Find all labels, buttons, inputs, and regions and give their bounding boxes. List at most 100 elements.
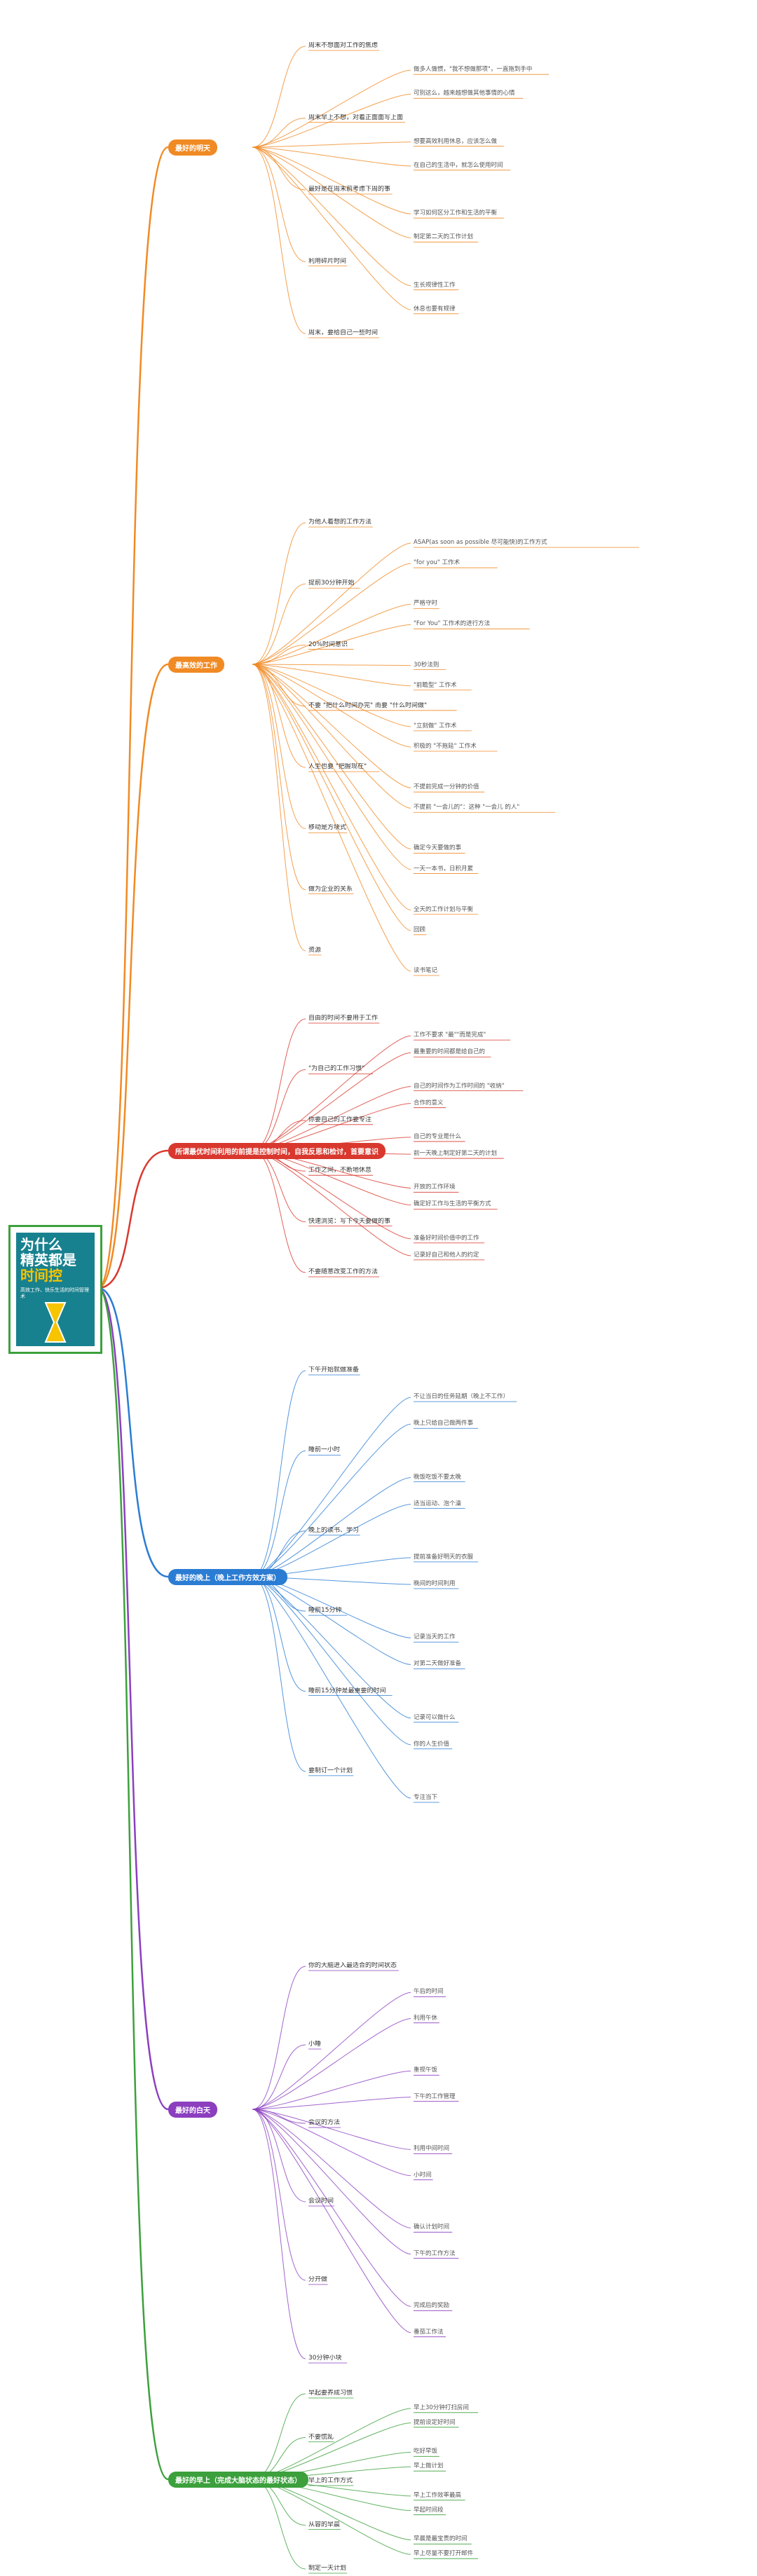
node-connector (252, 2479, 411, 2555)
topic-node: 会议时间 (308, 2198, 334, 2205)
node-connector (252, 603, 411, 665)
topic-node: 吃好早饭 (414, 2448, 438, 2455)
topic-node: 学习如何区分工作和生活的平衡 (414, 210, 498, 217)
node-connector (252, 1069, 306, 1151)
topic-node: 最好是在周末前考虑下周的事 (308, 186, 391, 193)
topic-node: 资源 (308, 946, 322, 954)
node-connector (252, 2423, 411, 2480)
node-connector (252, 664, 306, 829)
branch-connector (97, 1287, 169, 1578)
topic-node: 睡前15分钟是最重要的时间 (308, 1687, 386, 1694)
branch-connector (97, 146, 169, 1289)
node-connector (252, 1018, 306, 1151)
branch-node: 最好的明天 (168, 139, 217, 156)
topic-node: 利用午休 (414, 2014, 438, 2022)
book-subtitle: 高效工作、快乐生活的时间管理术 (20, 1287, 89, 1299)
node-connector (252, 664, 411, 931)
topic-node: "立刻做" 工作术 (414, 722, 457, 729)
node-connector (252, 542, 411, 665)
branch-connector (97, 663, 169, 1289)
topic-node: 记录可以做什么 (414, 1713, 456, 1721)
branch-node: 最好的早上（完成大脑状态的最好状态） (168, 2472, 308, 2488)
node-connector (252, 1576, 306, 1692)
branch-node: 最高效的工作 (168, 657, 224, 673)
node-connector (252, 2018, 411, 2110)
topic-node: 休息也要有规律 (414, 305, 456, 313)
topic-node: 在自己的生活中，就怎么使用时间 (414, 161, 503, 169)
topic-node: 小睡 (308, 2041, 322, 2048)
topic-node: 不让当日的任务延期（晚上不工作） (414, 1393, 510, 1401)
node-connector (252, 583, 306, 665)
node-connector (252, 118, 306, 148)
topic-node: 晚间的时间利用 (414, 1580, 456, 1587)
topic-node: 积极的 "不拖延" 工作术 (414, 743, 477, 750)
topic-node: 30秒法则 (414, 661, 439, 669)
topic-node: 提前准备好明天的衣服 (414, 1553, 474, 1561)
topic-node: 完成后的奖励 (414, 2302, 450, 2310)
node-connector (252, 2109, 306, 2359)
topic-node: 20%时间意识 (308, 640, 348, 648)
topic-node: 开放的工作环境 (414, 1184, 456, 1191)
node-connector (252, 2070, 411, 2110)
node-connector (252, 1504, 411, 1577)
topic-node: 合作的意义 (414, 1099, 444, 1107)
topic-node: 重视午饭 (414, 2067, 438, 2074)
topic-node: 工作之间，不断地休息 (308, 1167, 372, 1174)
topic-node: 快速浏览：写下今天要做的事 (308, 1217, 391, 1225)
topic-node: 提前设定好时间 (414, 2418, 456, 2426)
topic-node: 会议的方法 (308, 2119, 341, 2126)
topic-node: 人生也要 "把握现在" (308, 763, 367, 771)
topic-node: 不要 "把什么时间办完" 而要 "什么时间做" (308, 701, 428, 709)
topic-node: 最重要的时间都是给自己的 (414, 1048, 486, 1056)
topic-node: 早上做计划 (414, 2462, 444, 2470)
topic-node: 确定今天要做的事 (414, 844, 462, 852)
node-connector (252, 1397, 411, 1577)
topic-node: 记录当天的工作 (414, 1633, 456, 1641)
topic-node: 小时间 (414, 2171, 432, 2179)
node-connector (252, 664, 411, 870)
topic-node: 利用碎片时间 (308, 257, 347, 265)
node-connector (252, 664, 411, 972)
topic-node: 生长规律性工作 (414, 281, 456, 289)
topic-node: 不要慌乱 (308, 2433, 334, 2441)
topic-node: 周末早上不想，对着正面面写上面 (308, 114, 404, 121)
topic-node: 专注当下 (414, 1794, 438, 1801)
topic-node: 不提前完成一分钟的价值 (414, 783, 479, 791)
node-connector (252, 664, 306, 891)
topic-node: 睡前一小时 (308, 1446, 341, 1454)
node-connector (252, 2044, 306, 2110)
topic-node: 确定好工作与生活的平衡方式 (414, 1200, 491, 1208)
topic-node: 晚上只给自己做两件事 (414, 1420, 474, 1427)
topic-node: 确认计划时间 (414, 2224, 450, 2231)
node-connector (252, 93, 411, 148)
book-title-line3: 时间控 (20, 1267, 62, 1284)
branch-node: 最好的白天 (168, 2102, 217, 2118)
topic-node: 早上30分钟打扫房间 (414, 2404, 469, 2411)
topic-node: 不要随意改变工作的方法 (308, 1268, 378, 1275)
topic-node: 利用中间时间 (414, 2145, 450, 2153)
topic-node: 早上尽量不要打开邮件 (414, 2550, 474, 2558)
node-connector (252, 146, 411, 287)
node-connector (252, 1370, 306, 1577)
node-connector (252, 146, 411, 238)
topic-node: 分开做 (308, 2276, 328, 2283)
topic-node: 晚上的读书、学习 (308, 1526, 360, 1534)
topic-node: 自由的时间不要用于工作 (308, 1015, 378, 1022)
topic-node: 你的大脑进入最适合的时间状态 (308, 1962, 397, 1969)
topic-node: 适当运动、泡个澡 (414, 1500, 462, 1507)
book-cover-art: 为什么 精英都是 时间控 高效工作、快乐生活的时间管理术 (16, 1233, 95, 1346)
topic-node: 要制订一个计划 (308, 1767, 353, 1774)
node-connector (252, 1450, 306, 1577)
node-connector (252, 146, 306, 262)
topic-node: 早起时间段 (414, 2506, 444, 2514)
topic-node: 下午的工作管理 (414, 2092, 456, 2100)
branch-node: 所谓最优时间利用的前提是控制时间，自我反思和检讨，首要意识 (168, 1143, 386, 1159)
topic-node: 不提前 "一会儿的"：这种 "一会儿 的人" (414, 804, 520, 811)
topic-node: 为他人着想的工作方法 (308, 519, 372, 526)
hourglass-icon (44, 1302, 67, 1343)
topic-node: 午后的时间 (414, 1988, 444, 1996)
branch-connector (97, 1287, 169, 2481)
node-connector (252, 664, 411, 809)
topic-node: 你要自己的工作要专注 (308, 1116, 372, 1123)
topic-node: 全天的工作计划与平衡 (414, 905, 474, 913)
